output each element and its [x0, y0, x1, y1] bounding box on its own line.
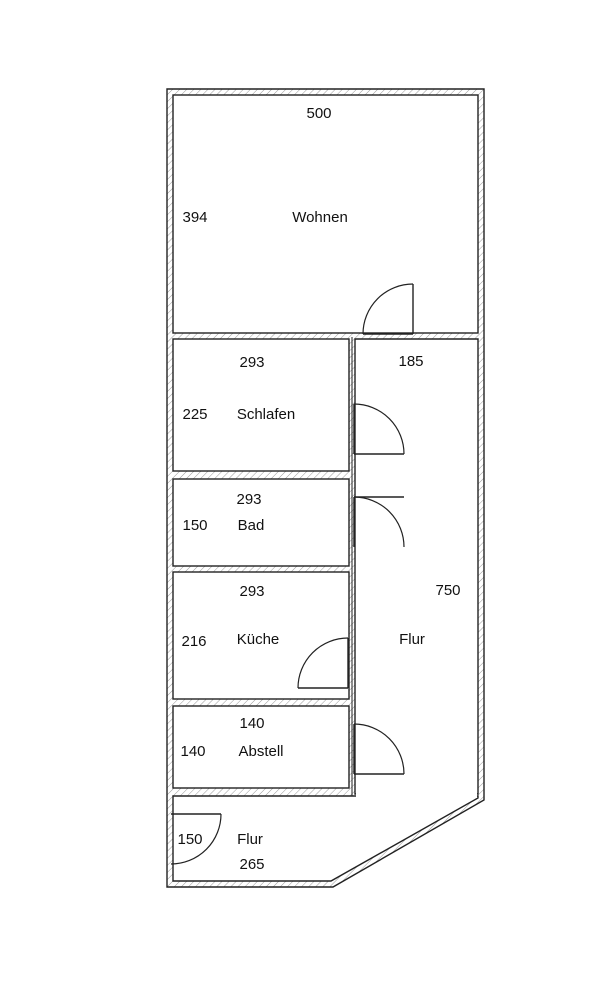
flur-main-width-label: 185	[398, 353, 423, 370]
abstell-name-label: Abstell	[238, 743, 283, 760]
room-wohnen	[172, 94, 479, 334]
wohnen-height-label: 394	[182, 209, 207, 226]
bad-width-label: 293	[236, 491, 261, 508]
schlafen-width-label: 293	[239, 354, 264, 371]
door-entrance-swing	[170, 813, 222, 865]
flur-small-width-label: 265	[239, 856, 264, 873]
wohnen-name-label: Wohnen	[292, 209, 348, 226]
room-abstell	[172, 705, 350, 789]
room-kueche	[172, 571, 350, 700]
flur-main-name-label: Flur	[399, 631, 425, 648]
kueche-width-label: 293	[239, 583, 264, 600]
flur-small-name-label: Flur	[237, 831, 263, 848]
room-schlafen	[172, 338, 350, 472]
schlafen-name-label: Schlafen	[237, 406, 295, 423]
room-bad	[172, 478, 350, 567]
flur-small-height-label: 150	[177, 831, 202, 848]
door-bad-swing	[353, 496, 405, 548]
flur-main-height-label: 750	[435, 582, 460, 599]
kueche-height-label: 216	[181, 633, 206, 650]
door-abstell-swing	[353, 723, 405, 775]
abstell-height-label: 140	[180, 743, 205, 760]
wohnen-width-label: 500	[306, 105, 331, 122]
door-kueche-swing	[297, 637, 349, 689]
bad-name-label: Bad	[238, 517, 265, 534]
bad-height-label: 150	[182, 517, 207, 534]
kueche-name-label: Küche	[237, 631, 280, 648]
room-flur-small	[172, 795, 479, 882]
abstell-width-label: 140	[239, 715, 264, 732]
flur-opening	[356, 790, 477, 798]
room-flur-main	[354, 338, 479, 795]
schlafen-height-label: 225	[182, 406, 207, 423]
door-schlafen-swing	[353, 403, 405, 455]
door-wohnen-swing	[362, 283, 414, 335]
